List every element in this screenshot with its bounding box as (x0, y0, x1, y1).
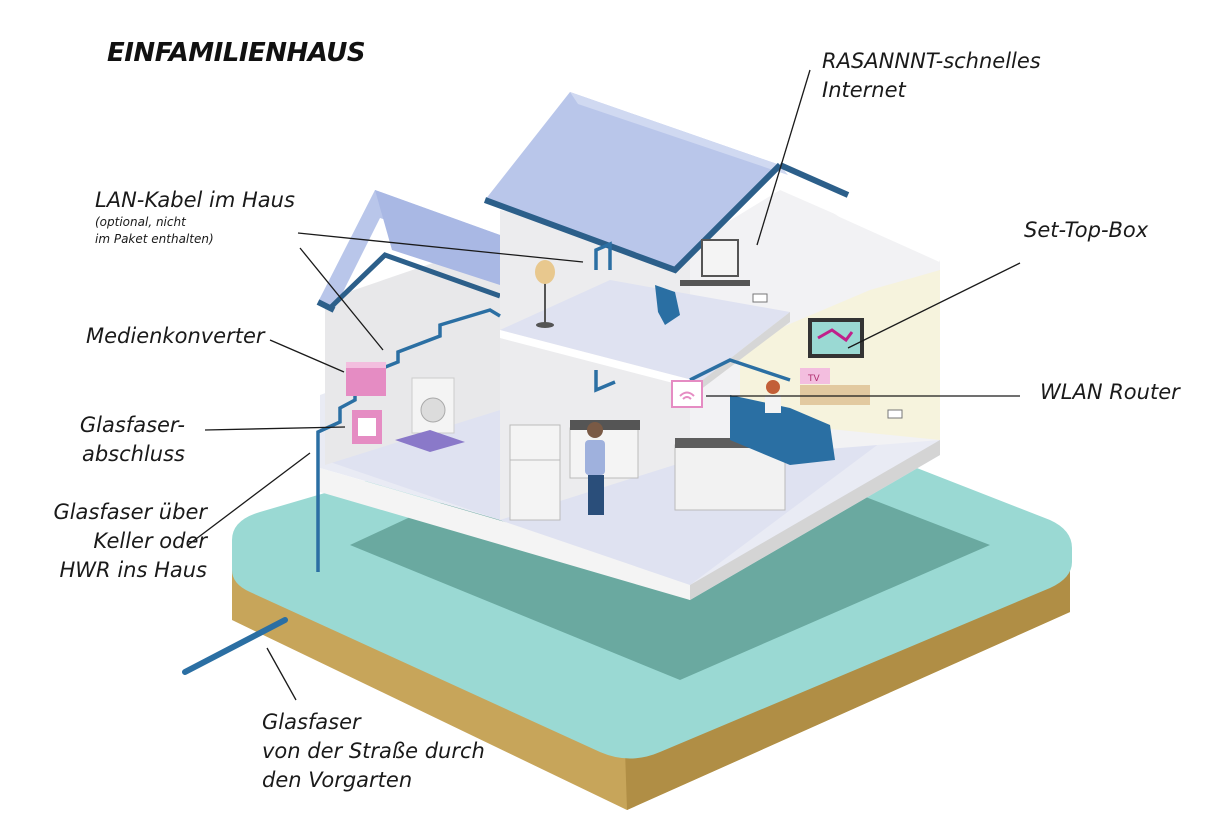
label-fiber-street-line3: den Vorgarten (262, 767, 413, 792)
chair (655, 285, 680, 325)
label-fiber-basement-line3: HWR ins Haus (59, 557, 208, 582)
label-wlan-router: WLAN Router (1040, 380, 1180, 404)
label-lan-cable: LAN-Kabel im Haus (95, 188, 295, 212)
tv-stand (800, 385, 870, 405)
set-top-box (800, 368, 830, 384)
label-media-converter: Medienkonverter (86, 324, 265, 348)
fiber-cable (316, 241, 791, 572)
label-fiber-termination-line2: abschluss (81, 441, 185, 466)
label-fiber-street-line2: von der Straße durch (262, 738, 485, 763)
wifi-icon (679, 391, 695, 400)
leader-lines (187, 69, 1021, 701)
annex-wall (325, 240, 500, 465)
label-set-top-box: Set-Top-Box (1024, 218, 1149, 242)
label-lan-note: (optional, nicht im Paket enthalten) (95, 214, 214, 249)
label-fiber-basement-line1: Glasfaser über (53, 500, 207, 524)
tv-label: TV (807, 374, 820, 384)
label-lan-note-line1: (optional, nicht (95, 215, 186, 229)
sofa (730, 395, 835, 465)
wall-socket (752, 293, 768, 303)
wlan-router-box (671, 380, 703, 408)
kitchen-island (674, 444, 786, 511)
label-fiber-street-line1: Glasfaser (262, 710, 361, 734)
label-fiber-basement: Glasfaser über Keller oder HWR ins Haus (53, 498, 207, 585)
label-fiber-basement-line2: Keller oder (93, 528, 207, 553)
person-sofa (765, 380, 781, 413)
page-title: EINFAMILIENHAUS (107, 38, 366, 68)
fridge (509, 424, 561, 521)
label-internet-line1: RASANNNT-schnelles (822, 49, 1041, 73)
bath-mat (395, 430, 465, 452)
desk (680, 280, 750, 286)
label-lan-note-line2: im Paket enthalten) (95, 232, 214, 247)
street-fiber-cable (182, 617, 288, 675)
label-internet-line2: Internet (822, 77, 906, 102)
person-kitchen (585, 422, 605, 515)
label-fiber-street: Glasfaser von der Straße durch den Vorga… (262, 708, 485, 795)
wall-socket (887, 409, 903, 419)
upper-floor (500, 280, 790, 382)
label-fiber-termination: Glasfaser- abschluss (80, 411, 185, 469)
floor-lamp (535, 260, 555, 284)
label-fiber-termination-line1: Glasfaser- (79, 413, 185, 437)
label-internet: RASANNNT-schnelles Internet (822, 47, 1041, 105)
